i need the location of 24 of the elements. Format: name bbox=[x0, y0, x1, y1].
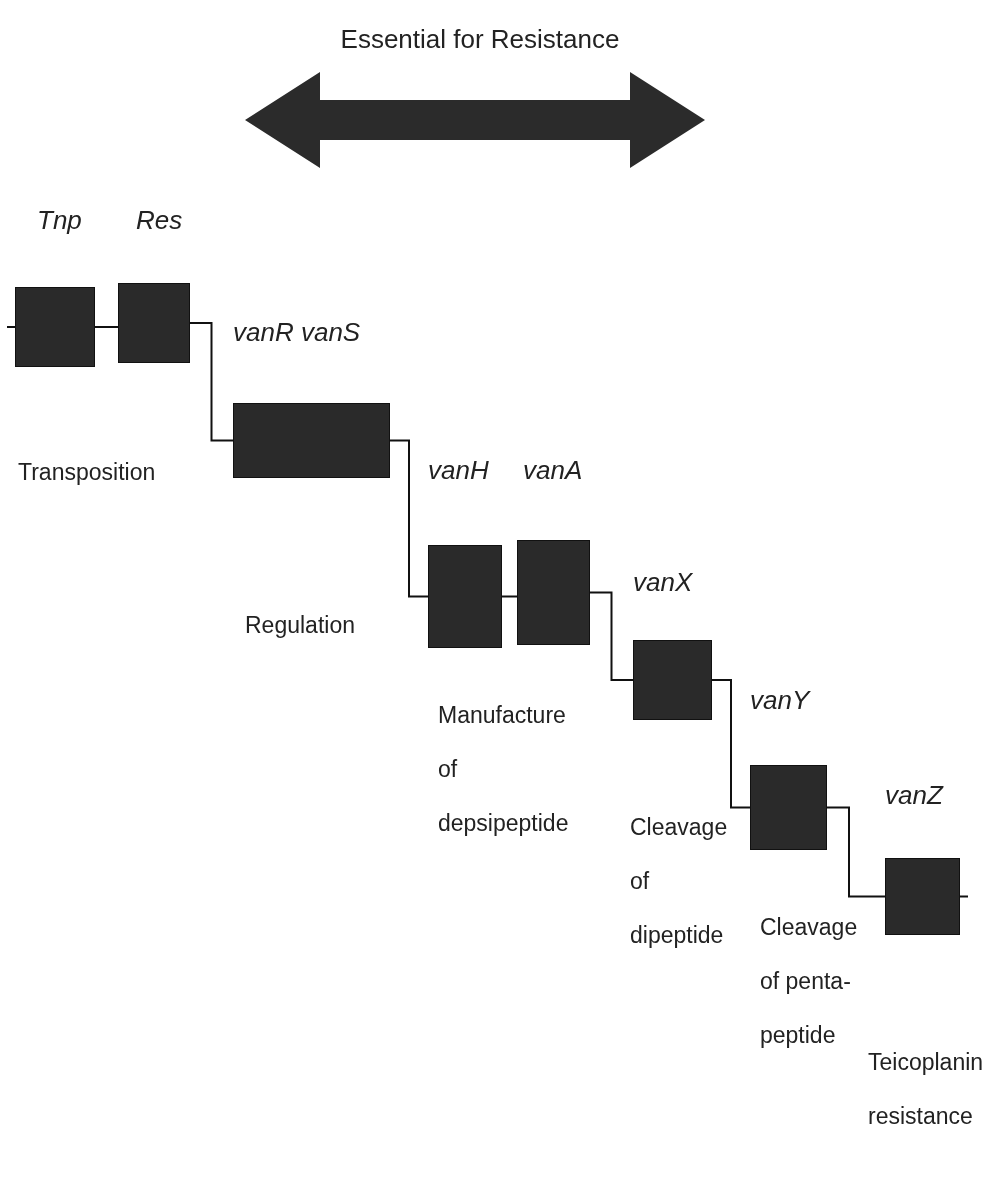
gene-label: vanH bbox=[428, 454, 489, 487]
connector-line bbox=[959, 895, 969, 898]
function-label: Teicoplanin resistance bbox=[868, 1048, 985, 1131]
function-label: Regulation bbox=[245, 611, 356, 640]
gene-label: vanR vanS bbox=[233, 316, 361, 349]
gene-label: vanZ bbox=[885, 779, 943, 812]
connector-line bbox=[94, 326, 119, 328]
connector-line bbox=[189, 322, 234, 442]
connector-line bbox=[826, 806, 886, 898]
gene-label: Res bbox=[136, 204, 183, 237]
gene-label: vanY bbox=[750, 684, 810, 717]
gene-label: vanX bbox=[633, 566, 693, 599]
function-label: Transposition bbox=[18, 458, 157, 487]
connector-line bbox=[501, 595, 518, 598]
connector-line bbox=[389, 439, 429, 598]
connector-line bbox=[589, 591, 634, 681]
function-label: Cleavage of penta-peptide bbox=[760, 913, 859, 1050]
gene-label: Tnp bbox=[37, 204, 82, 237]
function-label: Cleavage of dipeptide bbox=[630, 813, 729, 950]
gene-label: vanA bbox=[523, 454, 583, 487]
range-label: Essential for Resistance bbox=[339, 23, 621, 56]
connector-line bbox=[6, 326, 16, 328]
function-label: Manufacture of depsipeptide bbox=[438, 701, 570, 838]
connector-line bbox=[711, 679, 751, 809]
